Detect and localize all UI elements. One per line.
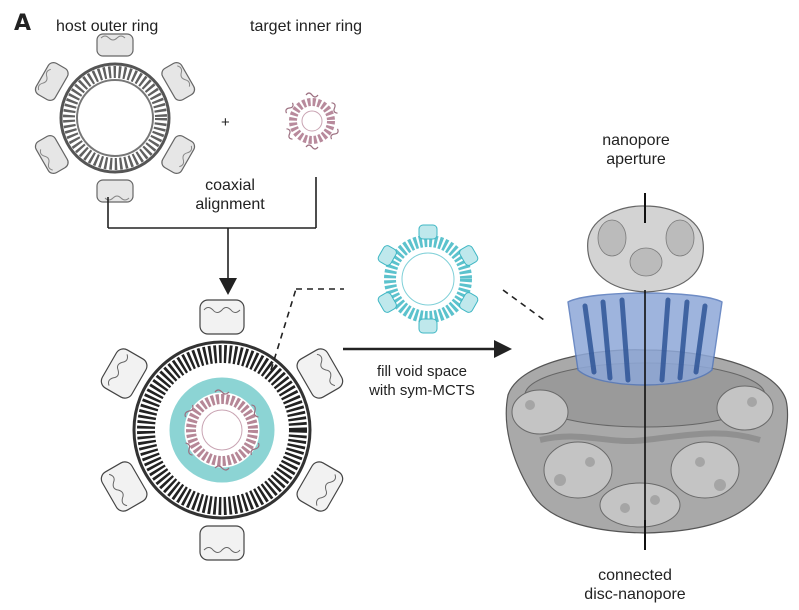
host-outer-ring (34, 33, 196, 203)
host-ring-label: host outer ring (56, 18, 159, 35)
connected-line2: disc-nanopore (584, 586, 686, 603)
combined-assembly (100, 299, 344, 561)
designed-cyan-ring (377, 224, 479, 334)
aperture-line1: nanopore (602, 132, 670, 149)
dashed-leader-left (270, 288, 297, 371)
right-arrowhead (494, 340, 512, 358)
target-ring-label: target inner ring (250, 18, 363, 35)
aperture-line2: aperture (606, 151, 666, 168)
coaxial-alignment-label: coaxial alignment (180, 176, 280, 214)
nanopore-aperture-label: nanopore aperture (581, 131, 691, 169)
coaxial-line2: alignment (195, 196, 265, 213)
panel-letter: A (14, 11, 32, 36)
target-inner-ring (285, 92, 339, 150)
fill-void-label: fill void space with sym-MCTS (366, 362, 478, 400)
coaxial-line1: coaxial (205, 177, 255, 194)
disc-nanopore-model (505, 193, 789, 550)
connected-disc-nanopore-label: connected disc-nanopore (570, 566, 700, 604)
plus-sign: + (221, 114, 230, 131)
down-arrowhead (219, 278, 237, 295)
teal-void-ring (169, 377, 275, 483)
fill-line2: with sym-MCTS (369, 382, 475, 399)
coaxial-bracket (107, 177, 317, 280)
connected-line1: connected (598, 567, 672, 584)
dashed-leader-right (502, 289, 545, 321)
fill-line1: fill void space (376, 363, 468, 380)
